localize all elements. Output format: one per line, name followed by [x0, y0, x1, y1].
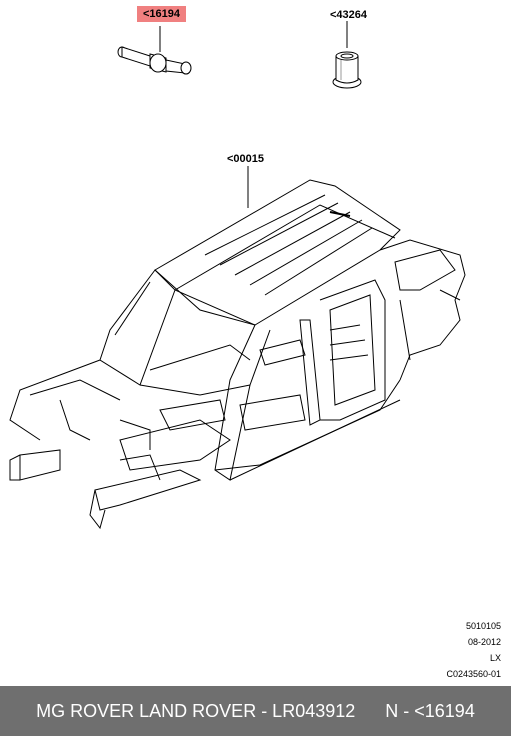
meta-variant: LX	[489, 653, 501, 663]
callout-00015[interactable]: <00015	[227, 153, 265, 165]
body-shell-00015	[9, 179, 466, 530]
drawing-metadata: 5010105 08-2012 LX C0243560-01	[446, 618, 501, 682]
callout-16194[interactable]: <16194	[137, 6, 187, 22]
meta-code: 5010105	[465, 621, 501, 631]
bolt-16194	[117, 46, 192, 75]
footer-text: MG ROVER LAND ROVER - LR043912 N - <1619…	[36, 700, 475, 721]
callout-43264[interactable]: <43264	[330, 9, 368, 21]
meta-drawing-id: C0243560-01	[446, 669, 501, 679]
footer-bar: MG ROVER LAND ROVER - LR043912 N - <1619…	[0, 686, 511, 736]
parts-diagram	[9, 21, 466, 530]
rivet-nut-43264	[332, 51, 362, 89]
meta-date: 08-2012	[467, 637, 501, 647]
